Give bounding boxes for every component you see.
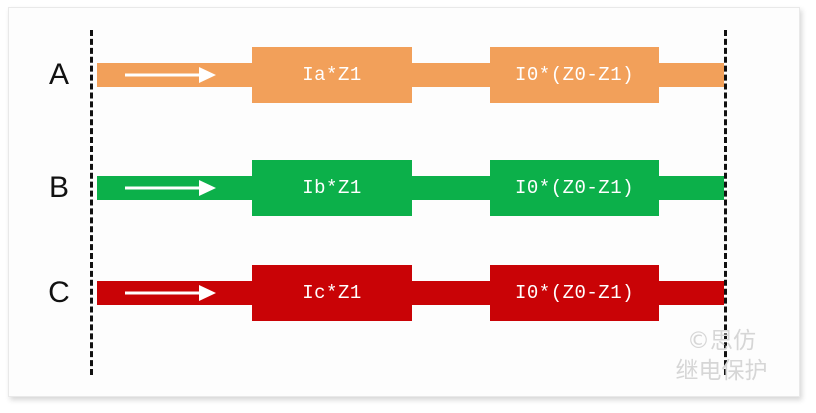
right-arrow-icon: [125, 180, 216, 196]
right-arrow-icon: [125, 285, 216, 301]
phase-b-block-1: Ib*Z1: [252, 160, 412, 216]
phase-label-b: B: [48, 171, 69, 204]
phase-row-b: Ib*Z1 I0*(Z0-Z1): [9, 156, 799, 220]
phase-a-block-2: I0*(Z0-Z1): [490, 47, 659, 103]
diagram-canvas: A Ia*Z1 I0*(Z0-Z1) B Ib*Z1 I0*(Z0-Z1) C …: [8, 7, 800, 397]
phase-label-c: C: [48, 276, 70, 309]
phase-row-a: Ia*Z1 I0*(Z0-Z1): [9, 43, 799, 107]
phase-c-block-1: Ic*Z1: [252, 265, 412, 321]
phase-b-block-2: I0*(Z0-Z1): [490, 160, 659, 216]
phase-c-block-2: I0*(Z0-Z1): [490, 265, 659, 321]
phase-a-block-1: Ia*Z1: [252, 47, 412, 103]
right-arrow-icon: [125, 67, 216, 83]
watermark-line-1: ©思仿: [687, 328, 756, 354]
watermark: ©思仿 继电保护: [649, 326, 794, 386]
phase-label-a: A: [48, 58, 69, 91]
watermark-line-2: 继电保护: [675, 358, 768, 384]
phase-row-c: Ic*Z1 I0*(Z0-Z1): [9, 261, 799, 325]
right-bus-dashed-line: [724, 30, 727, 375]
left-bus-dashed-line: [90, 30, 93, 375]
